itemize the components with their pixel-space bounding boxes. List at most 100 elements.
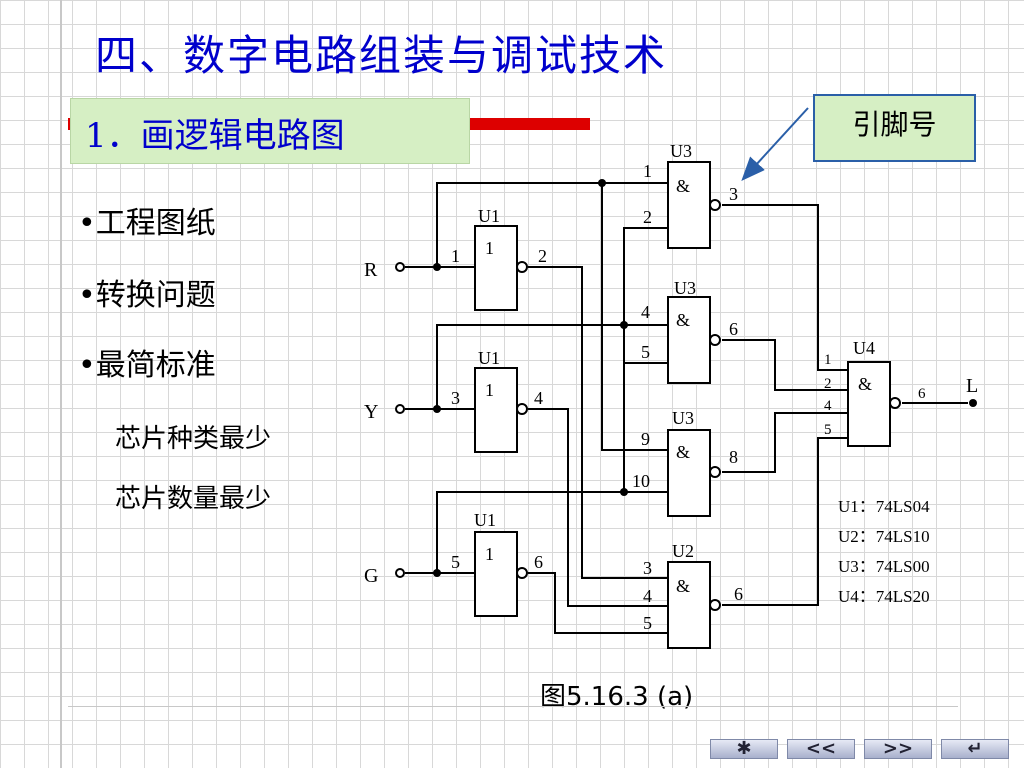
pin-u4-in2: 2 xyxy=(824,376,832,392)
pin-u4-in1: 1 xyxy=(824,352,832,368)
pin-u2-in3: 5 xyxy=(643,613,652,633)
gate-u3c xyxy=(667,429,711,517)
pin-u3a-out: 3 xyxy=(729,184,738,204)
pin-u4-out: 6 xyxy=(918,386,926,402)
wire-u3a2 xyxy=(623,227,668,492)
pin-u1a-out: 2 xyxy=(538,246,547,266)
and-symbol-u3c: & xyxy=(676,442,690,462)
junction-g xyxy=(433,569,441,577)
bubble-u1a xyxy=(516,261,528,273)
figure-caption: 图5.16.3 (a) xyxy=(540,682,694,712)
and-symbol-u2: & xyxy=(676,576,690,596)
input-label-y: Y xyxy=(364,401,378,423)
pin-u3b-in1: 4 xyxy=(641,302,650,322)
not-symbol-u1c: 1 xyxy=(485,544,494,564)
nav-prev-button[interactable]: << xyxy=(787,739,855,759)
gate-label-u1c: U1 xyxy=(474,510,496,530)
sub-item-chip-types: 芯片种类最少 xyxy=(115,424,272,454)
pin-u2-in2: 4 xyxy=(643,586,652,606)
gate-label-u3b: U3 xyxy=(674,278,696,298)
pin-u1c-in: 5 xyxy=(451,552,460,572)
bullet-drawings: •工程图纸 xyxy=(78,206,216,241)
pin-u3a-in2: 2 xyxy=(643,207,652,227)
legend-u2: U2：74LS10 xyxy=(838,527,930,546)
pin-u3b-in2: 5 xyxy=(641,342,650,362)
gate-u1b xyxy=(474,367,518,453)
wire-u1c-out xyxy=(528,572,668,634)
wire-r-u3a1 xyxy=(436,182,668,267)
pin-u2-in1: 3 xyxy=(643,558,652,578)
wire-u1a-out xyxy=(528,266,668,579)
nav-return-button[interactable]: ↵ xyxy=(941,739,1009,759)
not-symbol-u1b: 1 xyxy=(485,380,494,400)
pin-u3c-out: 8 xyxy=(729,447,738,467)
bubble-u2 xyxy=(709,599,721,611)
and-symbol-u3a: & xyxy=(676,176,690,196)
junction-y xyxy=(433,405,441,413)
wire-g-u3c10 xyxy=(436,491,668,573)
terminal-r xyxy=(395,262,405,272)
legend-u3: U3：74LS00 xyxy=(838,557,930,576)
callout-arrow xyxy=(741,107,809,181)
wire-u1b-out xyxy=(528,408,668,607)
bubble-u3c xyxy=(709,466,721,478)
slide-title: 四、数字电路组装与调试技术 xyxy=(95,31,668,80)
legend-u4: U4：74LS20 xyxy=(838,587,930,606)
pin-u3b-out: 6 xyxy=(729,319,738,339)
junction-r xyxy=(433,263,441,271)
wire-u3b-out xyxy=(722,339,848,391)
gate-u1a xyxy=(474,225,518,311)
gate-label-u1b: U1 xyxy=(478,348,500,368)
bubble-u3b xyxy=(709,334,721,346)
junction-g2 xyxy=(620,488,628,496)
wire-y-u3b4 xyxy=(436,324,668,409)
bubble-u4 xyxy=(889,397,901,409)
bullet-conversion: •转换问题 xyxy=(78,278,216,313)
section-title-box xyxy=(70,98,470,164)
bubble-u1c xyxy=(516,567,528,579)
terminal-y xyxy=(395,404,405,414)
nav-home-button[interactable]: ✱ xyxy=(710,739,778,759)
bubble-u3a xyxy=(709,199,721,211)
input-label-g: G xyxy=(364,565,378,587)
pin-u3a-in1: 1 xyxy=(643,161,652,181)
pin-u2-out: 6 xyxy=(734,584,743,604)
pin-number-callout: 引脚号 xyxy=(813,94,976,162)
gate-u4 xyxy=(847,361,891,447)
wire-u3a-out xyxy=(722,204,848,371)
bullet-minimal: •最简标准 xyxy=(78,348,216,383)
legend-u1: U1：74LS04 xyxy=(838,497,930,516)
gate-u2 xyxy=(667,561,711,649)
pin-u4-in3: 4 xyxy=(824,398,832,414)
pin-u3c-in1: 9 xyxy=(641,429,650,449)
gate-label-u4: U4 xyxy=(853,338,875,358)
and-symbol-u4: & xyxy=(858,374,872,394)
gate-label-u3c: U3 xyxy=(672,408,694,428)
gate-u1c xyxy=(474,531,518,617)
footer-divider xyxy=(68,706,958,707)
pin-u3c-in2: 10 xyxy=(632,471,650,491)
terminal-l xyxy=(969,399,977,407)
junction-y2 xyxy=(620,321,628,329)
pin-u1b-out: 4 xyxy=(534,388,543,408)
section-title: 1．画逻辑电路图 xyxy=(85,116,345,156)
left-guide-line xyxy=(60,0,62,768)
bubble-u1b xyxy=(516,403,528,415)
pin-u1a-in: 1 xyxy=(451,246,460,266)
not-symbol-u1a: 1 xyxy=(485,238,494,258)
wire-u3c-out xyxy=(722,412,848,473)
gate-u3a xyxy=(667,161,711,249)
gate-label-u3a: U3 xyxy=(670,141,692,161)
junction-r2 xyxy=(598,179,606,187)
gate-label-u2: U2 xyxy=(672,541,694,561)
and-symbol-u3b: & xyxy=(676,310,690,330)
pin-u1c-out: 6 xyxy=(534,552,543,572)
nav-next-button[interactable]: >> xyxy=(864,739,932,759)
input-label-r: R xyxy=(364,259,378,281)
pin-u4-in4: 5 xyxy=(824,422,832,438)
output-label-l: L xyxy=(966,375,978,397)
sub-item-chip-count: 芯片数量最少 xyxy=(115,484,272,514)
gate-label-u1a: U1 xyxy=(478,206,500,226)
wire-u2-out xyxy=(722,437,848,606)
